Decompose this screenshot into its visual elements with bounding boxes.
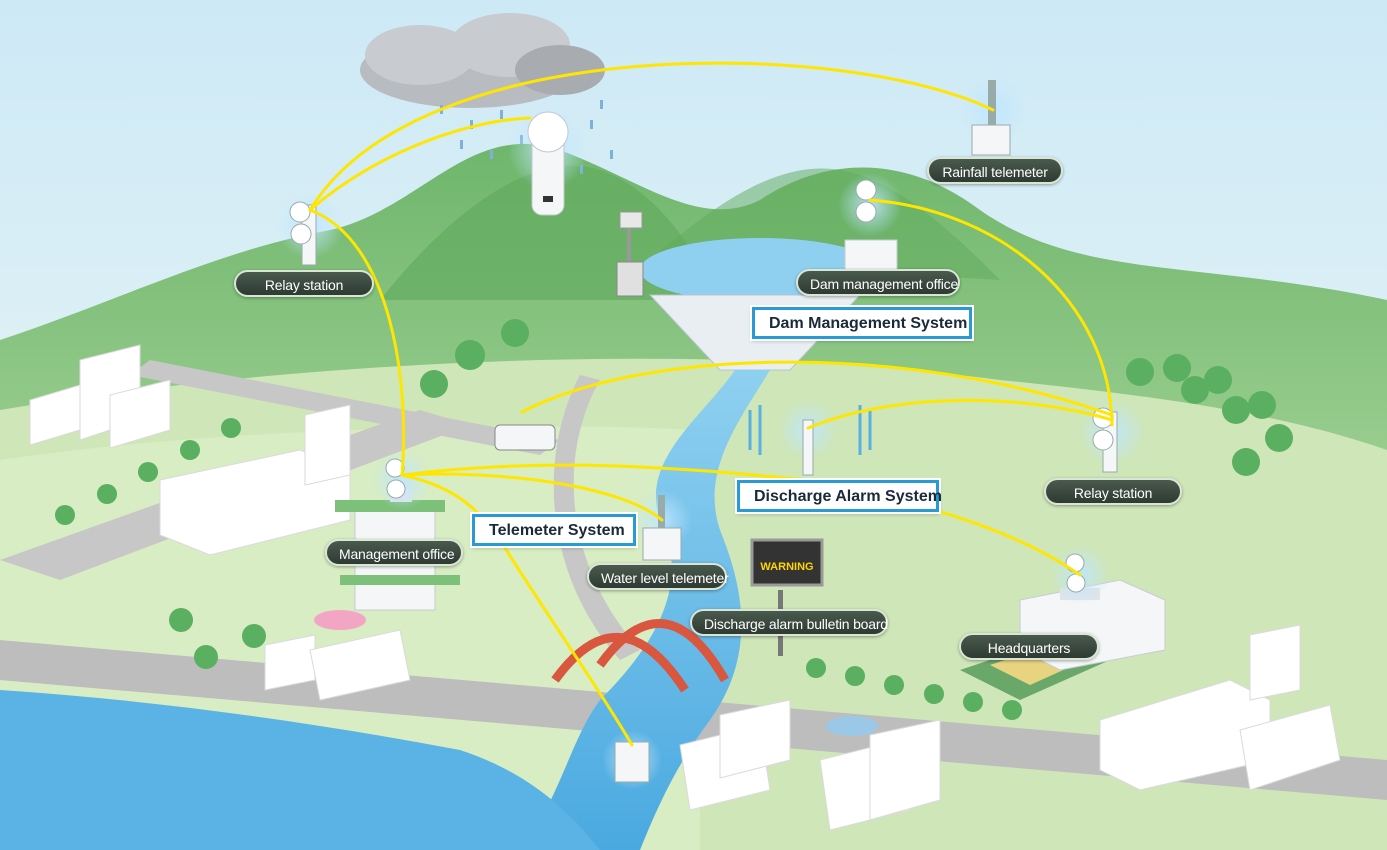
pink-car [314,610,366,630]
rain-cloud [360,13,605,108]
discharge-alarm-system-box: Discharge Alarm System [737,480,942,512]
dam-management-system-box: Dam Management System [752,307,972,339]
telemeter-system-box: Telemeter System [472,514,636,546]
blue-car [826,716,878,736]
relay-station-right-label: Relay station [1044,478,1182,505]
city-buildings [29,344,1341,831]
discharge-alarm-tower [748,400,872,476]
warning-sign-text: WARNING [760,561,813,573]
sea [0,690,600,850]
management-office-antenna [372,450,432,510]
communication-links [308,61,1114,747]
river [520,370,770,850]
bridge [551,618,729,693]
monitoring-camera [616,211,644,297]
headquarters-label: Headquarters [959,633,1099,660]
river-telemeter-tower [602,730,662,790]
trees [55,319,1293,720]
dam-office-antenna [838,173,902,237]
announcement-vehicle [494,424,556,451]
management-office-label: Management office [325,539,463,566]
dam-management-office-label: Dam management office [796,269,960,296]
bulletin-board: WARNING [750,538,824,656]
water-level-telemeter-label: Water level telemeter [587,563,729,590]
relay-station-left-label: Relay station [234,270,374,297]
weather-radar [508,110,588,216]
rainfall-telemeter-label: Rainfall telemeter [927,157,1063,184]
relay-tower-left [276,191,344,266]
discharge-alarm-bulletin-board-label: Discharge alarm bulletin board [690,609,888,636]
